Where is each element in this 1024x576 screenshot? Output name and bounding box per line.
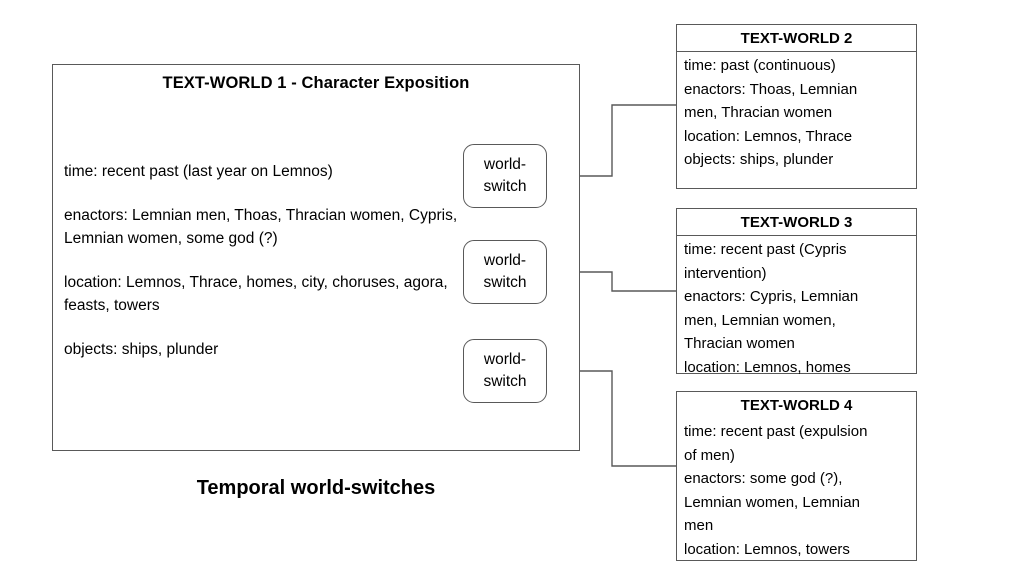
world-switch-node-3[interactable]: world- switch [463,339,547,403]
text-world-4-line: enactors: some god (?), [684,470,843,487]
text-world-3-line: men, Lemnian women, [684,311,836,329]
text-world-1-title: TEXT-WORLD 1 - Character Exposition [162,74,470,92]
text-world-4-body: time: recent past (expulsion of men) ena… [677,418,916,565]
text-world-3-line: location: Lemnos, homes [684,358,851,376]
world-switch-node-1[interactable]: world- switch [463,144,547,208]
text-world-3-line: intervention) [684,264,767,282]
text-world-4-title: TEXT-WORLD 4 [740,397,853,414]
world-switch-label-line1: world- [483,252,527,269]
text-world-2-box: TEXT-WORLD 2 time: past (continuous) ena… [676,24,917,189]
text-world-1-line-time: time: recent past (last year on Lemnos) [64,163,333,180]
text-world-2-line: objects: ships, plunder [684,151,834,168]
text-world-4-line: of men) [684,446,735,464]
text-world-1-line-location: location: Lemnos, Thrace, homes, city, c… [64,273,448,315]
text-world-3-body: time: recent past (Cypris intervention) … [677,236,916,383]
text-world-3-title: TEXT-WORLD 3 [677,209,916,236]
text-world-4-line: Lemnian women, Lemnian [684,493,860,511]
text-world-4-line: men [684,517,714,534]
world-switch-label-line2: switch [483,178,527,195]
world-switch-node-2[interactable]: world- switch [463,240,547,304]
text-world-3-line: Thracian women [684,335,795,352]
text-world-2-body: time: past (continuous) enactors: Thoas,… [677,52,916,176]
world-switch-label-line2: switch [483,373,527,390]
text-world-3-box: TEXT-WORLD 3 time: recent past (Cypris i… [676,208,917,376]
world-switch-label-line2: switch [483,274,527,291]
text-world-4-line: location: Lemnos, towers [684,540,850,558]
text-world-2-line: location: Lemnos, Thrace [684,127,853,145]
text-world-1-line-enactors: enactors: Lemnian men, Thoas, Thracian w… [64,206,458,248]
text-world-2-line: enactors: Thoas, Lemnian [684,80,858,98]
diagram-caption: Temporal world-switches [196,477,436,499]
world-switch-label-line1: world- [483,156,527,173]
text-world-1-line-objects: objects: ships, plunder [64,340,219,358]
text-world-4-box: TEXT-WORLD 4 time: recent past (expulsio… [676,391,917,561]
text-world-2-line: men, Thracian women [684,104,833,121]
text-world-3-line: time: recent past (Cypris [684,241,847,258]
text-world-2-title: TEXT-WORLD 2 [677,25,916,52]
text-world-4-line: time: recent past (expulsion [684,423,868,440]
world-switch-label-line1: world- [483,351,527,368]
text-world-1-body: time: recent past (last year on Lemnos) … [64,160,484,361]
text-world-2-line: time: past (continuous) [684,57,836,74]
text-world-3-line: enactors: Cypris, Lemnian [684,288,859,305]
